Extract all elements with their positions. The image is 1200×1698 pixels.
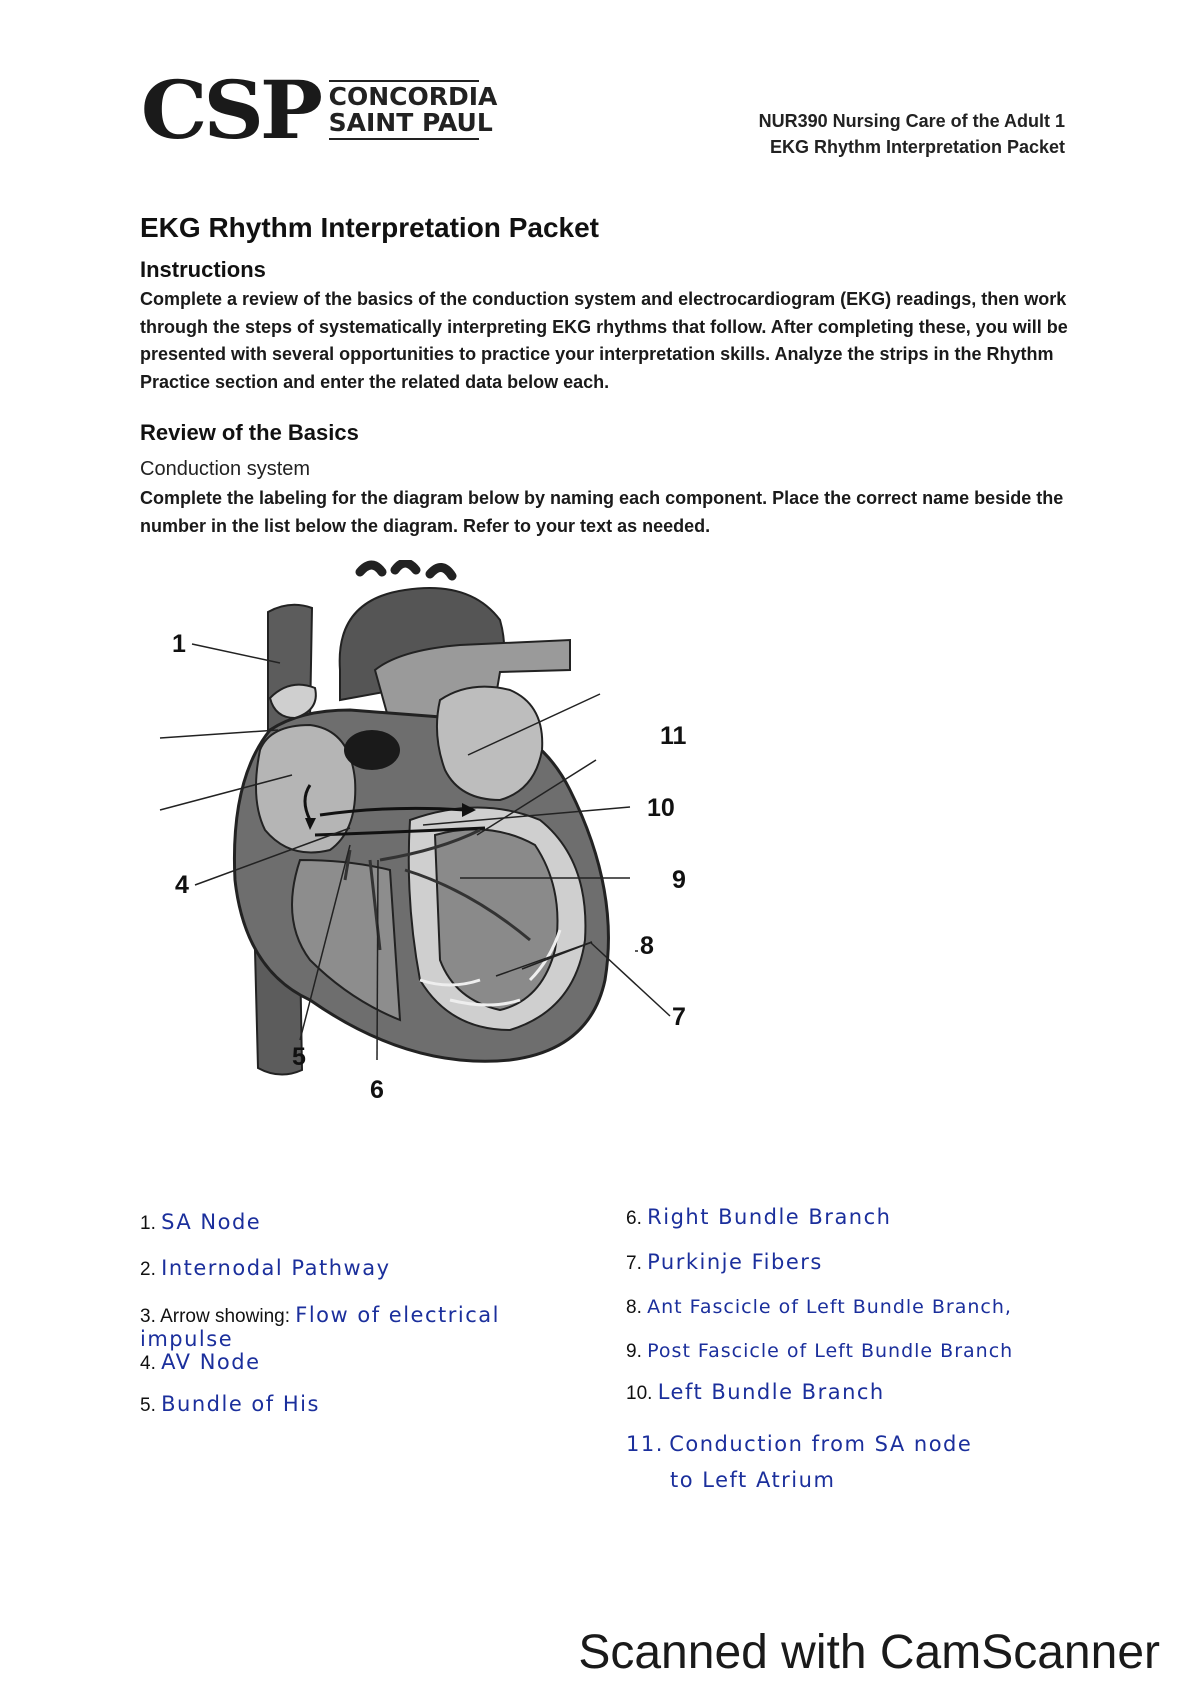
instructions-heading: Instructions	[140, 257, 266, 283]
answer-6: 6. Right Bundle Branch	[626, 1205, 891, 1230]
answer-number: 10.	[626, 1383, 652, 1404]
logo-line2: SAINT PAUL	[329, 110, 498, 136]
answer-number: 6.	[626, 1208, 642, 1229]
diagram-label-11: 11	[660, 722, 687, 750]
logo-mark: CSP	[141, 70, 319, 150]
answer-number: 2.	[140, 1259, 156, 1280]
instructions-text: Complete a review of the basics of the c…	[140, 286, 1080, 396]
diagram-label-1: 1	[172, 630, 186, 658]
scanner-watermark: Scanned with CamScanner	[578, 1625, 1160, 1680]
conduction-text: Complete the labeling for the diagram be…	[140, 485, 1080, 540]
review-heading: Review of the Basics	[140, 420, 359, 446]
course-header: NUR390 Nursing Care of the Adult 1 EKG R…	[759, 108, 1065, 160]
answer-number: 9.	[626, 1341, 642, 1362]
answer-text: Ant Fascicle of Left Bundle Branch,	[647, 1296, 1012, 1318]
logo-wordmark: CONCORDIA SAINT PAUL	[329, 78, 498, 142]
answer-number: 1.	[140, 1213, 156, 1234]
answer-9: 9. Post Fascicle of Left Bundle Branch	[626, 1340, 1013, 1363]
diagram-label-10: 10	[647, 794, 675, 822]
answer-10: 10. Left Bundle Branch	[626, 1380, 885, 1405]
answer-text: Bundle of His	[161, 1392, 320, 1416]
answer-3: 3. Arrow showing: Flow of electrical imp…	[140, 1304, 580, 1352]
university-logo: CSP CONCORDIA SAINT PAUL	[145, 70, 497, 150]
answer-7: 7. Purkinje Fibers	[626, 1250, 823, 1275]
logo-line1: CONCORDIA	[329, 84, 498, 110]
answer-text-continued: to Left Atrium	[670, 1468, 835, 1492]
answer-number: 7.	[626, 1253, 642, 1274]
answer-text: Left Bundle Branch	[658, 1380, 885, 1404]
answer-text: Right Bundle Branch	[647, 1205, 891, 1229]
answer-number: 8.	[626, 1297, 642, 1318]
answer-2: 2. Internodal Pathway	[140, 1256, 391, 1281]
answer-text: SA Node	[161, 1210, 261, 1234]
heart-conduction-diagram: 1 2 3 4 5 6 7 8 9 10 11	[150, 560, 710, 1180]
answer-8: 8. Ant Fascicle of Left Bundle Branch,	[626, 1296, 1012, 1319]
answer-number: 5.	[140, 1395, 156, 1416]
document-title: EKG Rhythm Interpretation Packet	[140, 212, 599, 244]
answer-number: 11.	[626, 1432, 664, 1456]
diagram-label-6: 6	[370, 1076, 384, 1104]
answer-1: 1. SA Node	[140, 1210, 261, 1235]
answer-text: AV Node	[161, 1350, 260, 1374]
course-name: NUR390 Nursing Care of the Adult 1	[759, 108, 1065, 134]
answer-text: Internodal Pathway	[161, 1256, 390, 1280]
answer-text: Conduction from SA node	[669, 1432, 972, 1456]
packet-name: EKG Rhythm Interpretation Packet	[759, 134, 1065, 160]
conduction-heading: Conduction system	[140, 458, 310, 481]
answer-number: 3.	[140, 1306, 156, 1327]
answer-11: 11. Conduction from SA node to Left Atri…	[626, 1427, 972, 1499]
answer-4: 4. AV Node	[140, 1350, 261, 1375]
diagram-label-7: 7	[672, 1003, 686, 1031]
answer-prefix: Arrow showing:	[160, 1306, 290, 1327]
answer-5: 5. Bundle of His	[140, 1392, 320, 1417]
diagram-label-4: 4	[175, 871, 189, 899]
answer-number: 4.	[140, 1353, 156, 1374]
answer-text: Post Fascicle of Left Bundle Branch	[647, 1340, 1013, 1362]
diagram-label-8: 8	[640, 932, 654, 960]
answer-text: Purkinje Fibers	[647, 1250, 823, 1274]
diagram-label-5: 5	[292, 1043, 306, 1071]
diagram-label-9: 9	[672, 866, 686, 894]
